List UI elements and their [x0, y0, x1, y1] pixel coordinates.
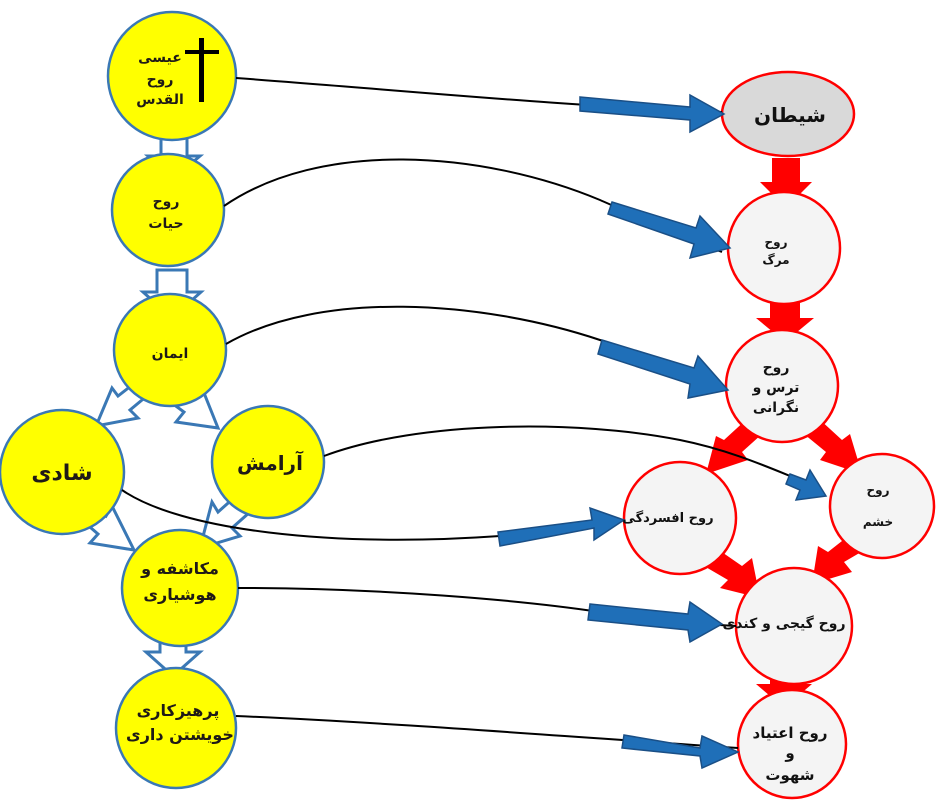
- label-revelation-1: مکاشفه و: [140, 559, 219, 578]
- blue-arrow-fear: [597, 339, 730, 399]
- curve-faith-fear: [225, 305, 727, 389]
- red-arrow-death-fear: [756, 298, 814, 342]
- left-nodes: [0, 10, 326, 790]
- right-labels: شیطان روح مرگ روح ترس و نگرانی روح افسرد…: [622, 103, 893, 784]
- connector-curves: [121, 77, 801, 749]
- label-addiction-1: روح اعتیاد: [753, 724, 828, 742]
- label-joy: شادی: [31, 461, 92, 486]
- label-satan: شیطان: [754, 103, 826, 127]
- blue-arrow-depression: [497, 506, 626, 547]
- label-depression: روح افسردگی: [622, 510, 713, 526]
- label-fear-2: ترس و: [752, 380, 800, 396]
- label-faith: ایمان: [152, 346, 189, 362]
- label-temperance-1: پرهیزکاری: [137, 701, 220, 721]
- blue-arrow-confusion: [587, 600, 724, 644]
- label-fear-1: روح: [763, 360, 790, 376]
- label-life-1: روح: [153, 194, 180, 210]
- label-jesus-1: عیسی: [138, 50, 182, 66]
- blue-arrow-anger: [785, 468, 828, 501]
- label-temperance-2: خویشتن داری: [126, 725, 234, 744]
- label-anger-2: خشم: [863, 515, 893, 529]
- node-faith: [112, 292, 228, 408]
- label-revelation-2: هوشیاری: [143, 585, 216, 604]
- curve-peace-anger: [323, 425, 801, 481]
- node-joy: [0, 408, 126, 536]
- blue-arrow-death: [607, 201, 732, 260]
- label-anger-1: روح: [866, 483, 889, 498]
- blue-arrow-satan: [579, 93, 726, 134]
- right-nodes: [622, 70, 936, 800]
- label-death-2: مرگ: [762, 252, 789, 267]
- curve-life-death: [223, 158, 723, 253]
- node-peace: [210, 404, 326, 520]
- label-jesus-2: روح: [147, 72, 174, 88]
- left-labels: عیسی روح القدس روح حیات ایمان شادی آرامش…: [31, 50, 304, 744]
- label-jesus-3: القدس: [136, 92, 184, 108]
- node-fear: [724, 328, 840, 444]
- label-fear-3: نگرانی: [753, 399, 799, 416]
- label-peace: آرامش: [237, 450, 304, 475]
- label-life-2: حیات: [148, 216, 183, 232]
- red-arrow-satan-death: [760, 158, 812, 208]
- cross-icon: [185, 38, 219, 102]
- label-addiction-3: شهوت: [765, 766, 814, 784]
- node-anger: [828, 452, 936, 560]
- label-confusion: روح گیجی و کندی: [722, 615, 845, 632]
- blue-arrows: [497, 93, 828, 770]
- red-arrow-fear-anger: [804, 418, 862, 474]
- node-life: [110, 152, 226, 268]
- blue-arrow-addiction: [621, 734, 740, 770]
- node-addiction: [736, 688, 848, 800]
- node-temperance: [114, 666, 238, 790]
- label-addiction-2: و: [784, 744, 794, 762]
- node-depression: [622, 460, 738, 576]
- label-death-1: روح: [764, 235, 787, 250]
